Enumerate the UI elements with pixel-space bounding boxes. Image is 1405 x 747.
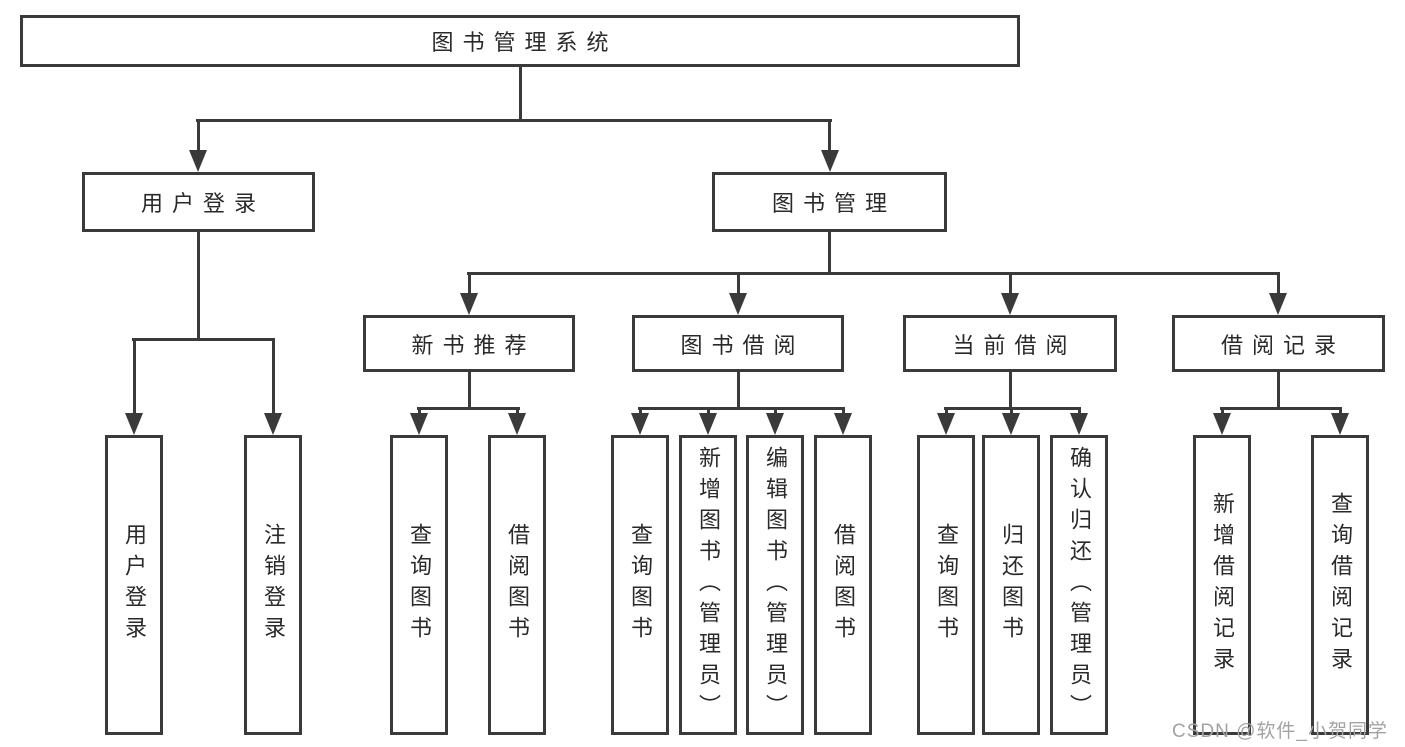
arrow-down-icon: [189, 150, 207, 172]
arrow-down-icon: [834, 413, 852, 435]
arrow-down-icon: [1331, 413, 1349, 435]
leaf-current-query-books: 查询图书: [917, 435, 975, 735]
connector-line: [1009, 272, 1012, 295]
arrow-down-icon: [125, 413, 143, 435]
connector-line: [516, 407, 519, 415]
connector-line: [707, 407, 710, 415]
connector-line: [197, 119, 200, 153]
leaf-borrowing-add-books-admin: 新增图书（管理员）: [679, 435, 737, 735]
connector-line: [1010, 407, 1013, 415]
leaf-recommend-borrow-books: 借阅图书: [488, 435, 546, 735]
connector-line: [467, 272, 1280, 275]
connector-line: [519, 67, 522, 122]
arrow-down-icon: [1001, 293, 1019, 315]
connector-line: [1009, 372, 1012, 410]
node-new-book-recommend: 新书推荐: [363, 315, 575, 372]
arrow-down-icon: [631, 413, 649, 435]
connector-line: [1277, 272, 1280, 295]
leaf-borrowing-edit-books-admin: 编辑图书（管理员）: [746, 435, 804, 735]
arrow-down-icon: [1002, 413, 1020, 435]
arrow-down-icon: [821, 150, 839, 172]
node-borrowing-records: 借阅记录: [1172, 315, 1385, 372]
arrow-down-icon: [508, 413, 526, 435]
arrow-down-icon: [766, 413, 784, 435]
connector-line: [737, 372, 740, 410]
leaf-current-confirm-return-admin: 确认归还（管理员）: [1050, 435, 1108, 735]
node-book-borrowing: 图书借阅: [632, 315, 844, 372]
leaf-user-login: 用户登录: [105, 435, 163, 735]
node-user-login: 用户登录: [82, 172, 315, 232]
node-root: 图书管理系统: [20, 15, 1020, 67]
arrow-down-icon: [264, 413, 282, 435]
connector-line: [1078, 407, 1081, 415]
connector-line: [272, 338, 275, 415]
arrow-down-icon: [699, 413, 717, 435]
connector-line: [828, 232, 831, 275]
connector-line: [197, 232, 200, 341]
arrow-down-icon: [410, 413, 428, 435]
leaf-records-query-borrow-record: 查询借阅记录: [1311, 435, 1369, 735]
connector-line: [828, 119, 831, 153]
leaf-borrowing-borrow-books: 借阅图书: [814, 435, 872, 735]
connector-line: [418, 407, 421, 415]
arrow-down-icon: [937, 413, 955, 435]
connector-line: [774, 407, 777, 415]
arrow-down-icon: [460, 293, 478, 315]
connector-line: [1221, 407, 1224, 415]
connector-line: [1339, 407, 1342, 415]
arrow-down-icon: [1070, 413, 1088, 435]
csdn-watermark: CSDN @软件_小贺同学: [1172, 721, 1388, 742]
connector-line: [945, 407, 948, 415]
connector-line: [639, 407, 642, 415]
node-book-management: 图书管理: [712, 172, 947, 232]
connector-line: [1277, 372, 1280, 410]
leaf-borrowing-query-books: 查询图书: [611, 435, 669, 735]
arrow-down-icon: [1269, 293, 1287, 315]
connector-line: [196, 119, 832, 122]
leaf-current-return-books: 归还图书: [982, 435, 1040, 735]
leaf-records-add-borrow-record: 新增借阅记录: [1193, 435, 1251, 735]
connector-line: [468, 372, 471, 410]
leaf-recommend-query-books: 查询图书: [390, 435, 448, 735]
connector-line: [737, 272, 740, 295]
connector-line: [842, 407, 845, 415]
connector-line: [132, 338, 275, 341]
connector-line: [1220, 407, 1342, 410]
arrow-down-icon: [1213, 413, 1231, 435]
node-current-borrowing: 当前借阅: [903, 315, 1117, 372]
arrow-down-icon: [729, 293, 747, 315]
leaf-logout-login: 注销登录: [244, 435, 302, 735]
connector-line: [468, 272, 471, 295]
connector-line: [133, 338, 136, 415]
connector-line: [417, 407, 520, 410]
connector-line: [638, 407, 845, 410]
